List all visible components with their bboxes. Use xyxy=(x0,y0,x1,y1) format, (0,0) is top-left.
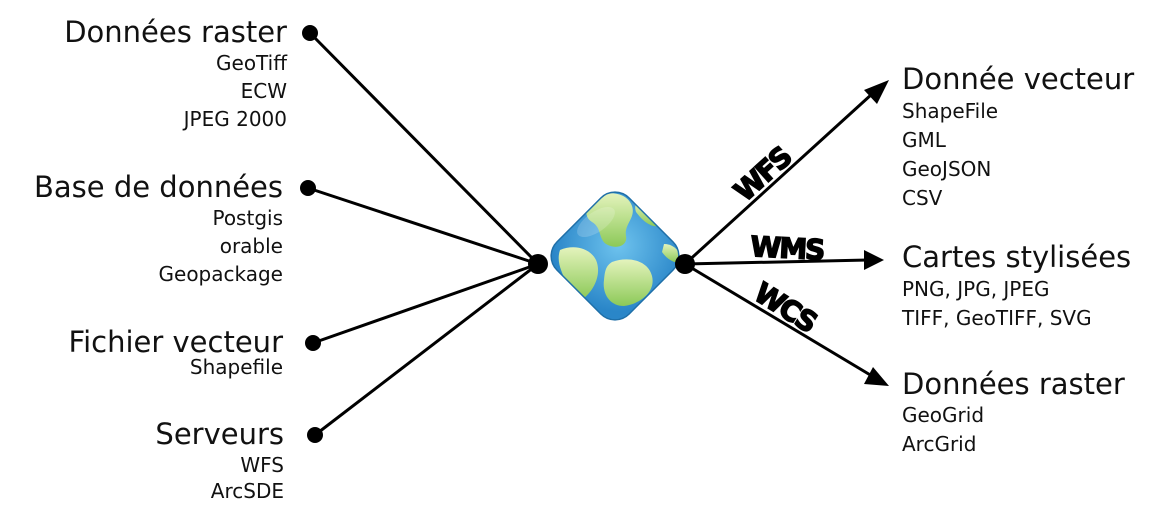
arrowheads xyxy=(864,80,889,386)
output-raster-title: Données raster xyxy=(902,367,1125,401)
input-dots xyxy=(300,25,323,443)
input-vector-file-item: Shapefile xyxy=(190,355,283,379)
output-vector-title: Donnée vecteur xyxy=(902,62,1134,96)
output-raster-group: Données raster GeoGrid ArcGrid xyxy=(902,367,1125,456)
output-vector-item: CSV xyxy=(902,186,943,210)
output-maps-title: Cartes stylisées xyxy=(902,240,1131,274)
connector-servers xyxy=(314,262,539,437)
globe-icon xyxy=(550,191,681,321)
connector-raster xyxy=(308,31,540,266)
input-raster-item: JPEG 2000 xyxy=(182,107,287,131)
output-arrows xyxy=(683,92,874,378)
arrow-wcs-line xyxy=(684,262,873,378)
output-maps-group: Cartes stylisées PNG, JPG, JPEG TIFF, Ge… xyxy=(901,240,1131,330)
arrowhead-wcs xyxy=(864,367,889,386)
dot-servers xyxy=(307,427,323,443)
input-raster-group: Données raster GeoTiff ECW JPEG 2000 xyxy=(64,15,288,131)
protocol-label-wms: WMS xyxy=(750,230,825,267)
input-raster-title: Données raster xyxy=(64,15,287,49)
protocol-label-wfs: WFS xyxy=(728,140,798,208)
dot-vector-file xyxy=(305,335,321,351)
connector-vector-file xyxy=(312,262,539,345)
arrowhead-wms xyxy=(864,250,884,270)
output-raster-item: ArcGrid xyxy=(902,432,976,456)
output-raster-item: GeoGrid xyxy=(902,403,984,427)
input-servers-title: Serveurs xyxy=(155,417,284,451)
input-database-title: Base de données xyxy=(34,170,283,204)
input-servers-item: WFS xyxy=(240,453,284,477)
output-vector-item: GeoJSON xyxy=(902,157,991,181)
input-connectors xyxy=(307,31,540,437)
dot-database xyxy=(300,180,316,196)
arrowhead-wfs xyxy=(864,80,889,104)
input-servers-item: ArcSDE xyxy=(211,479,284,503)
hub-dot-left xyxy=(528,254,548,274)
output-vector-group: Donnée vecteur ShapeFile GML GeoJSON CSV xyxy=(902,62,1134,210)
input-database-item: orable xyxy=(220,234,283,258)
dot-raster xyxy=(302,25,318,41)
output-vector-item: GML xyxy=(902,128,947,152)
protocol-label-wcs: WCS xyxy=(748,276,822,339)
output-maps-item: TIFF, GeoTIFF, SVG xyxy=(901,306,1092,330)
input-vector-file-group: Fichier vecteur Shapefile xyxy=(69,325,284,379)
input-database-group: Base de données Postgis orable Geopackag… xyxy=(34,170,283,286)
arrow-wms-line xyxy=(684,258,869,266)
connector-database xyxy=(307,186,539,266)
input-raster-item: GeoTiff xyxy=(216,51,288,75)
output-vector-item: ShapeFile xyxy=(902,99,998,123)
input-servers-group: Serveurs WFS ArcSDE xyxy=(155,417,284,503)
arrow-wfs-line xyxy=(683,92,874,266)
input-database-item: Postgis xyxy=(212,206,283,230)
output-maps-item: PNG, JPG, JPEG xyxy=(902,277,1050,301)
input-database-item: Geopackage xyxy=(159,262,283,286)
input-vector-file-title: Fichier vecteur xyxy=(69,325,284,359)
input-raster-item: ECW xyxy=(241,79,288,103)
